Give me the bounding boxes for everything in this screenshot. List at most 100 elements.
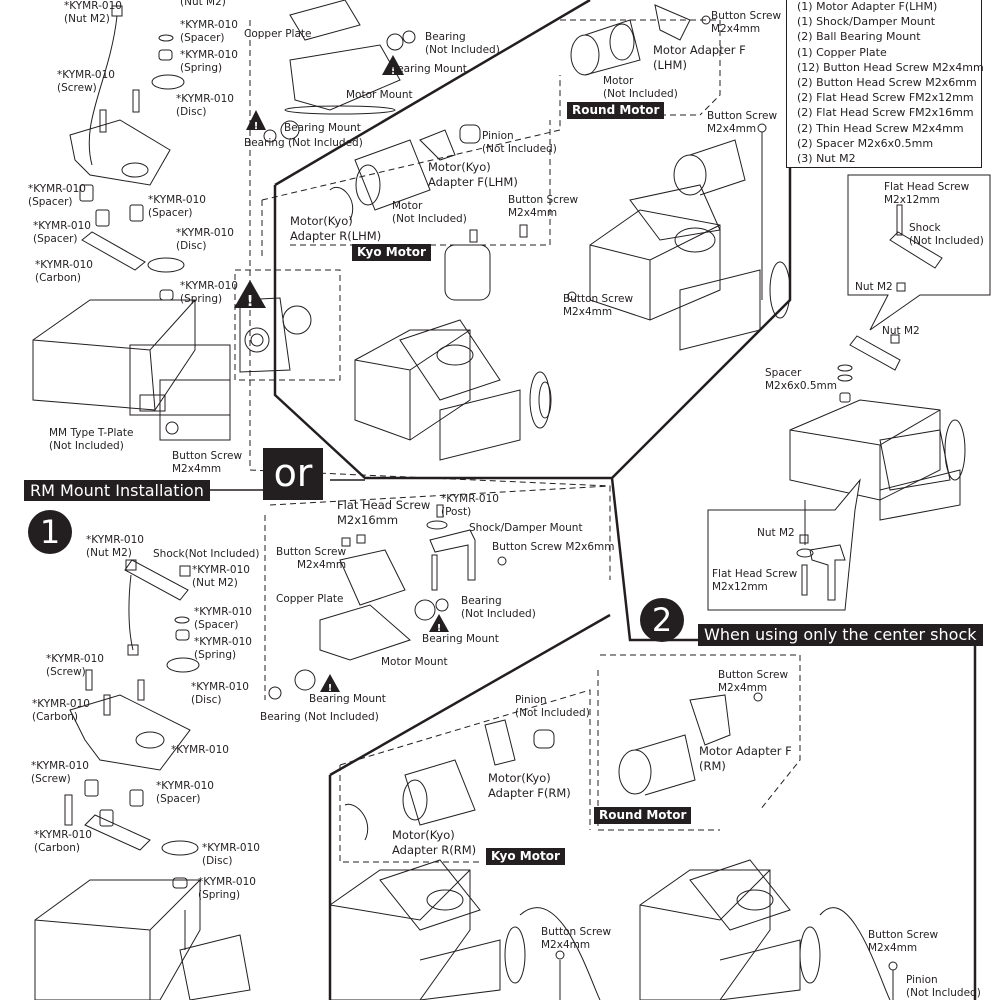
label-line: Button Screw bbox=[868, 929, 939, 941]
label-flat-head-screw: Flat Head Screw M2x12mm bbox=[884, 181, 969, 207]
label-line: (Spring) bbox=[194, 649, 237, 661]
label-rm-kyo-adapter-f: Motor(Kyo) Adapter F(RM) bbox=[488, 771, 571, 801]
parts-list-item: (12) Button Head Screw M2x4mm bbox=[797, 60, 984, 74]
label-line: Adapter F(LHM) bbox=[428, 175, 518, 189]
step-1-badge: 1 bbox=[28, 510, 72, 554]
rm-round-motor-tag: Round Motor bbox=[594, 807, 692, 824]
label-spacer-mid: *KYMR-010 (Spacer) bbox=[33, 220, 91, 246]
label-line: *KYMR-010 bbox=[57, 69, 115, 81]
label-line: *KYMR-010 bbox=[32, 698, 90, 710]
label-line: (Carbon) bbox=[35, 272, 82, 284]
label-line: (Not Included) bbox=[461, 608, 536, 620]
label-rm-pinion: Pinion (Not Included) bbox=[515, 694, 590, 720]
label-rm-shock-mount: Shock/Damper Mount bbox=[469, 522, 583, 534]
label-line: M2x16mm bbox=[337, 513, 399, 527]
label-rm-button-screw-round-asm: Button Screw M2x4mm bbox=[868, 929, 938, 955]
label-line: *KYMR-010 bbox=[33, 220, 91, 232]
label-line: (Screw) bbox=[57, 82, 97, 94]
label-line: Adapter F(RM) bbox=[488, 786, 571, 800]
parts-list-item: (2) Button Head Screw M2x6mm bbox=[797, 76, 977, 90]
label-spacer-left: *KYMR-010 (Spacer) bbox=[28, 183, 86, 209]
label-line: (Not Included) bbox=[392, 213, 467, 225]
label-rm-button-screw-4: Button Screw M2x4mm bbox=[276, 546, 346, 572]
label-line: *KYMR-010 bbox=[46, 653, 104, 665]
label-line: Motor Adapter F bbox=[653, 43, 746, 57]
label-line: *KYMR-010 bbox=[28, 183, 86, 195]
label-line: Motor bbox=[603, 75, 634, 87]
detail-inset-frame bbox=[234, 269, 341, 381]
label-line: M2x4mm bbox=[711, 23, 761, 35]
label-line: Button Screw bbox=[718, 669, 789, 681]
label-line: (Not Included) bbox=[49, 440, 124, 452]
label-rm-pinion-asm: Pinion (Not Included) bbox=[906, 974, 981, 1000]
parts-list-item: (1) Copper Plate bbox=[797, 45, 887, 59]
label-rm-spacer: *KYMR-010 (Spacer) bbox=[194, 606, 252, 632]
label-line: *KYMR-010 bbox=[156, 780, 214, 792]
label-line: M2x4mm bbox=[718, 682, 768, 694]
label-rm-button-screw-6: Button Screw M2x6mm bbox=[492, 541, 615, 553]
label-line: Adapter R(RM) bbox=[392, 843, 477, 857]
label-line: Adapter R(LHM) bbox=[290, 229, 382, 243]
warning-icon bbox=[234, 280, 266, 308]
label-line: *KYMR-010 bbox=[86, 534, 144, 546]
label-rm-spacer-lower: *KYMR-010 (Spacer) bbox=[156, 780, 214, 806]
label-line: Bearing bbox=[461, 595, 502, 607]
label-line: (Nut M2) bbox=[192, 577, 238, 589]
label-rm-shock: Shock(Not Included) bbox=[153, 548, 260, 560]
label-line: (Screw) bbox=[46, 666, 86, 678]
label-line: *KYMR-010 bbox=[34, 829, 92, 841]
label-line: (LHM) bbox=[653, 58, 687, 72]
label-line: Button Screw bbox=[541, 926, 612, 938]
label-line: *KYMR-010 bbox=[194, 636, 252, 648]
label-line: *KYMR-010 bbox=[202, 842, 260, 854]
label-rm-bearing-mount-left: Bearing Mount bbox=[309, 693, 386, 705]
parts-list: (1) Motor Adapter F(LHM) (1) Shock/Dampe… bbox=[787, 0, 984, 166]
warning-icon bbox=[246, 110, 266, 130]
label-line: (Nut M2) bbox=[86, 547, 132, 559]
label-rm-carbon-lower: *KYMR-010 (Carbon) bbox=[34, 829, 92, 855]
label-line: M2x4mm bbox=[868, 942, 918, 954]
label-nut-m2-top: (Nut M2) bbox=[180, 0, 226, 8]
label-line: Pinion bbox=[482, 130, 514, 142]
label-rm-nut-m2: *KYMR-010 (Nut M2) bbox=[86, 534, 144, 560]
parts-list-item: (2) Flat Head Screw FM2x12mm bbox=[797, 91, 974, 105]
label-bearing: Bearing (Not Included) bbox=[425, 31, 500, 57]
label-rm-disc: *KYMR-010 (Disc) bbox=[191, 681, 249, 707]
parts-list-item: (2) Spacer M2x6x0.5mm bbox=[797, 136, 934, 150]
label-line: Motor bbox=[392, 200, 423, 212]
warning-icon bbox=[382, 55, 404, 75]
label-rm-bearing-mount: Bearing Mount bbox=[422, 633, 499, 645]
label-bearing-mount-left: Bearing Mount bbox=[284, 122, 361, 134]
label-line: Pinion bbox=[515, 694, 547, 706]
label-line: *KYMR-010 bbox=[194, 606, 252, 618]
parts-list-item: (3) Nut M2 bbox=[797, 152, 856, 166]
label-nut-m2-callout: Nut M2 bbox=[855, 281, 893, 293]
label-line: *KYMR-010 bbox=[192, 564, 250, 576]
kyo-motor-tag: Kyo Motor bbox=[352, 244, 431, 261]
label-line: M2x4mm bbox=[707, 123, 757, 135]
label-line: Flat Head Screw bbox=[712, 568, 798, 580]
label-line: (Spacer) bbox=[148, 207, 193, 219]
label-carbon: *KYMR-010 (Carbon) bbox=[35, 259, 93, 285]
label-line: *KYMR-010 bbox=[180, 280, 238, 292]
label-line: *KYMR-010 bbox=[180, 49, 238, 61]
label-line: M2x6x0.5mm bbox=[765, 380, 838, 392]
label-line: (Carbon) bbox=[32, 711, 79, 723]
label-button-screw: Button Screw M2x4mm bbox=[172, 450, 242, 476]
label-line: *KYMR-010 bbox=[64, 0, 122, 12]
label-line: (Screw) bbox=[31, 773, 71, 785]
label-line: Motor(Kyo) bbox=[488, 771, 551, 785]
center-shock-banner: When using only the center shock bbox=[698, 624, 983, 646]
label-rm-nut-m2-b: *KYMR-010 (Nut M2) bbox=[192, 564, 250, 590]
label-spacer: *KYMR-010 (Spacer) bbox=[180, 19, 238, 45]
label-line: M2x12mm bbox=[712, 581, 768, 593]
warning-icon bbox=[429, 614, 449, 632]
label-line: (Not Included) bbox=[909, 235, 984, 247]
label-line: (Disc) bbox=[176, 106, 207, 118]
svg-text:!: ! bbox=[254, 121, 259, 132]
label-rm-flat-head-screw: Flat Head Screw M2x16mm bbox=[337, 498, 430, 528]
label-rm-motor-adapter-f: Motor Adapter F (RM) bbox=[699, 744, 792, 774]
warning-icon bbox=[320, 674, 340, 692]
label-line: (Spacer) bbox=[194, 619, 239, 631]
label-line: (Not Included) bbox=[425, 44, 500, 56]
